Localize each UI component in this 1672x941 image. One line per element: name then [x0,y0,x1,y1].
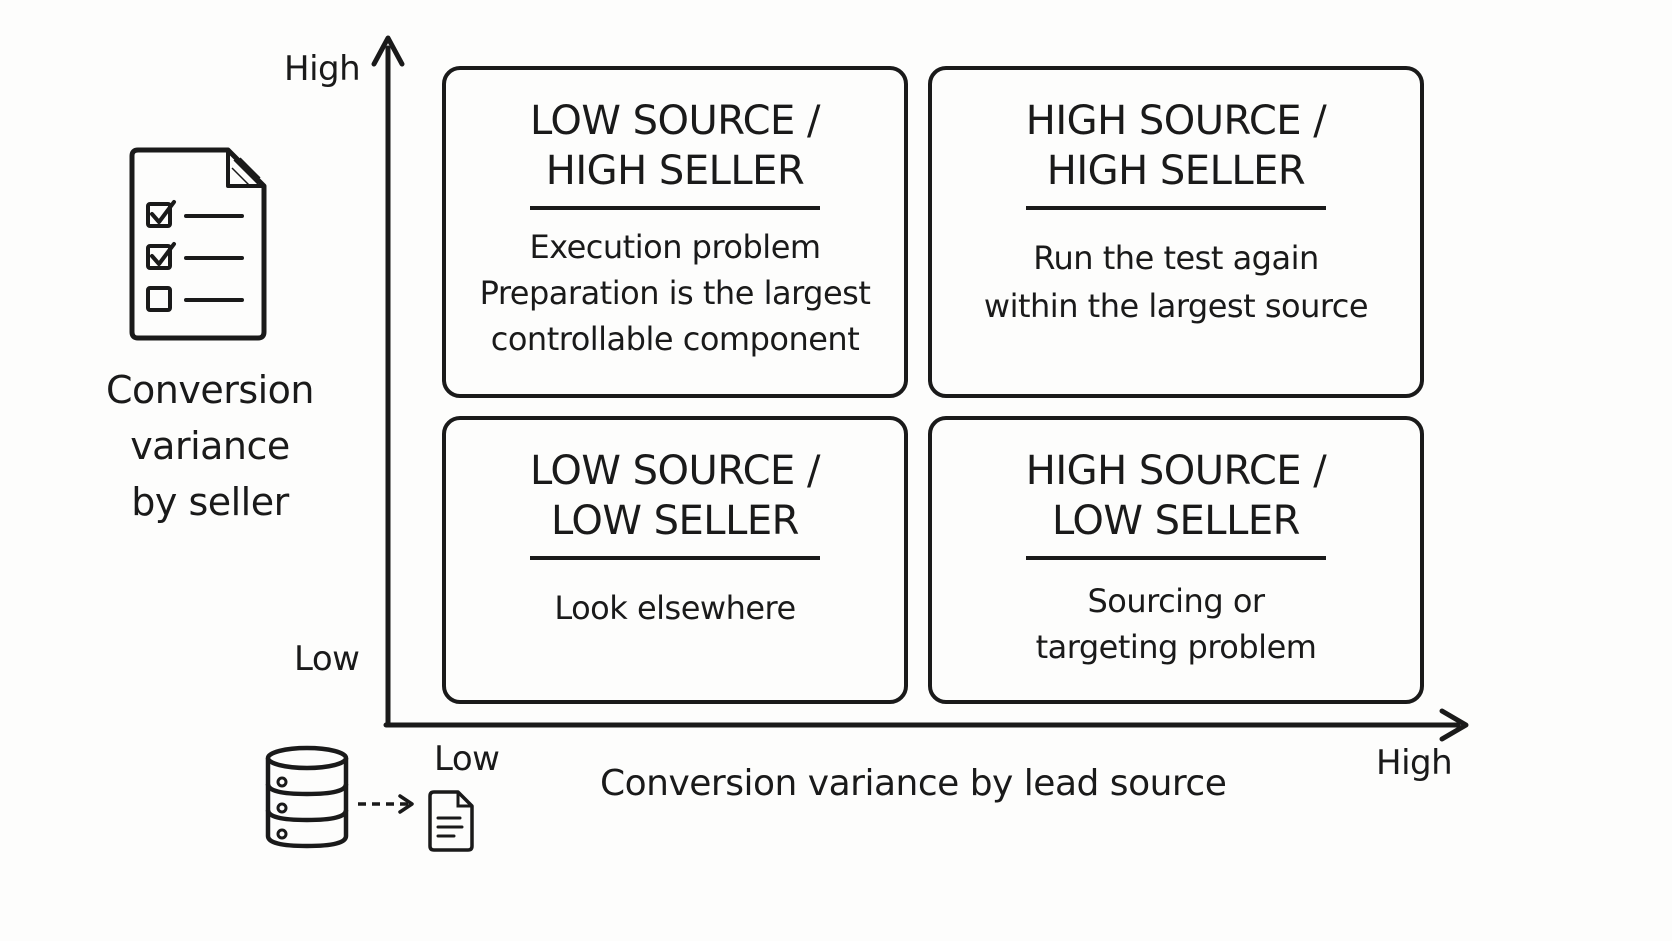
quadrant-low-source-low-seller: LOW SOURCE / LOW SELLER Look elsewhere [442,416,908,704]
y-axis-high-label: High [284,49,361,89]
y-axis-line [371,35,405,728]
quadrant-body-line: within the largest source [983,287,1369,325]
quadrant-body-line: Execution problem [529,228,821,266]
quadrant-body-line: controllable component [490,320,860,358]
quadrant-title: LOW SOURCE / LOW SELLER [530,446,820,560]
quadrant-title-line: LOW SOURCE / [530,98,820,144]
quadrant-body-line: Sourcing or [1087,582,1265,620]
quadrant-title-line: HIGH SOURCE / [1025,98,1327,144]
quadrant-low-source-high-seller: LOW SOURCE / HIGH SELLER Execution probl… [442,66,908,398]
quadrant-body-line: targeting problem [1035,628,1317,666]
y-axis-title-line: variance [130,424,290,468]
x-axis-line [383,708,1469,742]
dashed-arrow-icon [358,794,414,814]
quadrant-title: LOW SOURCE / HIGH SELLER [530,96,820,210]
x-axis-low-label: Low [434,739,500,779]
y-axis-title-line: by seller [131,480,289,524]
quadrant-title-line: HIGH SELLER [1046,148,1306,194]
quadrant-title-line: HIGH SELLER [545,148,805,194]
quadrant-title-line: LOW SELLER [551,498,799,544]
x-axis-high-label: High [1376,743,1453,783]
y-axis-title: Conversion variance by seller [96,362,324,530]
quadrant-body: Look elsewhere [446,584,904,632]
quadrant-high-source-low-seller: HIGH SOURCE / LOW SELLER Sourcing or tar… [928,416,1424,704]
checklist-document-icon [129,147,267,341]
quadrant-title-line: LOW SOURCE / [530,448,820,494]
quadrant-body-line: Run the test again [1033,239,1319,277]
database-icon [265,745,349,849]
quadrant-high-source-high-seller: HIGH SOURCE / HIGH SELLER Run the test a… [928,66,1424,398]
quadrant-body-line: Look elsewhere [554,589,796,627]
y-axis-title-line: Conversion [105,368,315,412]
x-axis-title: Conversion variance by lead source [600,763,1227,804]
quadrant-body-line: Preparation is the largest [479,274,871,312]
quadrant-title-line: HIGH SOURCE / [1025,448,1327,494]
quadrant-title-line: LOW SELLER [1052,498,1300,544]
y-axis-low-label: Low [294,639,360,679]
quadrant-title: HIGH SOURCE / HIGH SELLER [1025,96,1327,210]
document-icon [428,790,474,852]
quadrant-body: Execution problem Preparation is the lar… [446,224,904,362]
quadrant-body: Sourcing or targeting problem [932,578,1420,670]
quadrant-title: HIGH SOURCE / LOW SELLER [1025,446,1327,560]
quadrant-body: Run the test again within the largest so… [932,234,1420,330]
